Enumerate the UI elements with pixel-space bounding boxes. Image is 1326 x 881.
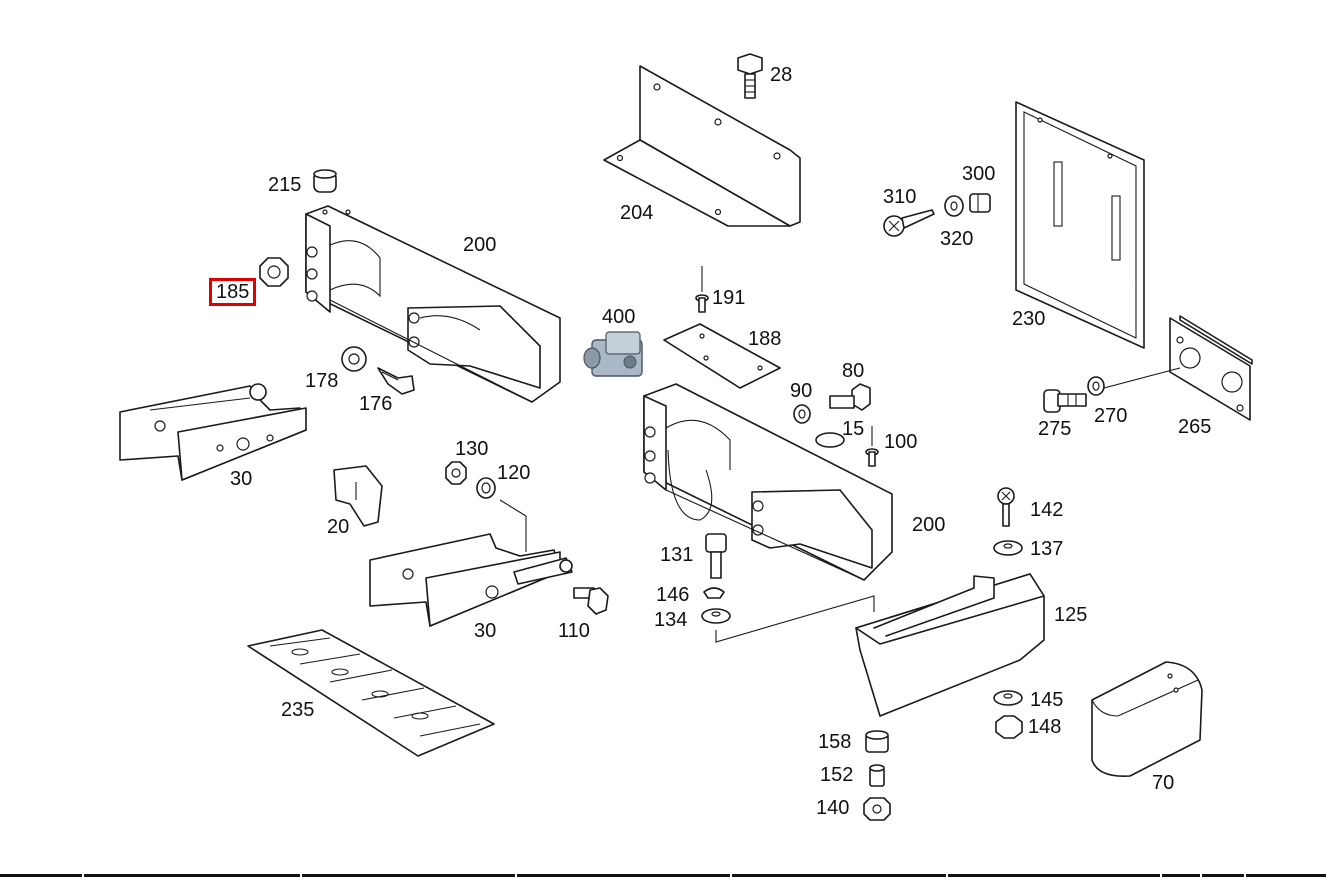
rule-gap (730, 872, 732, 879)
callout-200-lower[interactable]: 200 (912, 514, 946, 536)
part-80-bolt[interactable] (829, 383, 871, 411)
callout-142[interactable]: 142 (1030, 499, 1064, 521)
part-30-middle-bracket[interactable] (369, 533, 573, 627)
bottom-rule (0, 874, 1326, 877)
callout-30-left[interactable]: 30 (230, 468, 253, 490)
part-310-screw[interactable] (883, 209, 935, 237)
callout-230[interactable]: 230 (1012, 308, 1046, 330)
part-125-step[interactable] (855, 573, 1045, 717)
rule-gap (1244, 872, 1246, 879)
rule-gap (300, 872, 302, 879)
part-188-plate[interactable] (663, 323, 781, 389)
callout-270[interactable]: 270 (1094, 405, 1128, 427)
part-134-washer[interactable] (701, 595, 875, 643)
callout-200-upper[interactable]: 200 (463, 234, 497, 256)
callout-215[interactable]: 215 (268, 174, 302, 196)
callout-310[interactable]: 310 (883, 186, 917, 208)
part-28-bolt[interactable] (737, 53, 763, 99)
rule-gap (515, 872, 517, 879)
part-215-cap[interactable] (313, 169, 337, 193)
callout-265[interactable]: 265 (1178, 416, 1212, 438)
callout-145[interactable]: 145 (1030, 689, 1064, 711)
callout-130[interactable]: 130 (455, 438, 489, 460)
part-70-cover[interactable] (1091, 661, 1203, 777)
part-235-tread-plate[interactable] (247, 629, 495, 757)
part-131-bolt[interactable] (705, 533, 727, 579)
callout-191[interactable]: 191 (712, 287, 746, 309)
callout-90[interactable]: 90 (790, 380, 813, 402)
callout-176[interactable]: 176 (359, 393, 393, 415)
part-148-nut[interactable] (995, 715, 1023, 739)
callout-137[interactable]: 137 (1030, 538, 1064, 560)
part-400-socket[interactable] (583, 331, 643, 377)
callout-235[interactable]: 235 (281, 699, 315, 721)
callout-28[interactable]: 28 (770, 64, 793, 86)
part-320-washer[interactable] (944, 195, 964, 217)
part-185-nut[interactable] (259, 257, 289, 287)
part-191-rivet[interactable] (695, 266, 709, 313)
callout-204[interactable]: 204 (620, 202, 654, 224)
callout-320[interactable]: 320 (940, 228, 974, 250)
part-120-washer[interactable] (476, 477, 527, 552)
part-15-plug[interactable] (815, 432, 845, 448)
callout-20[interactable]: 20 (327, 516, 350, 538)
callout-30-middle[interactable]: 30 (474, 620, 497, 642)
callout-400[interactable]: 400 (602, 306, 636, 328)
part-300-clip-nut[interactable] (969, 193, 991, 213)
callout-120[interactable]: 120 (497, 462, 531, 484)
part-100-rivet[interactable] (865, 426, 879, 467)
callout-185-highlighted[interactable]: 185 (209, 278, 257, 306)
rule-gap (1160, 872, 1162, 879)
rule-gap (82, 872, 84, 879)
callout-70[interactable]: 70 (1152, 772, 1175, 794)
part-30-left-bracket[interactable] (119, 383, 307, 481)
part-142-screw[interactable] (997, 487, 1015, 527)
callout-300[interactable]: 300 (962, 163, 996, 185)
part-270-washer[interactable] (1087, 376, 1105, 396)
callout-140[interactable]: 140 (816, 797, 850, 819)
callout-131[interactable]: 131 (660, 544, 694, 566)
part-146-clip[interactable] (703, 587, 725, 599)
part-204-angle-bracket[interactable] (603, 65, 801, 227)
part-130-nut[interactable] (445, 461, 467, 485)
part-176-bolt[interactable] (377, 367, 415, 395)
part-20-clip[interactable] (333, 465, 383, 527)
rule-gap (946, 872, 948, 879)
part-200-upper-bracket[interactable] (305, 205, 561, 403)
callout-275[interactable]: 275 (1038, 418, 1072, 440)
callout-110[interactable]: 110 (558, 620, 590, 642)
part-265-plate[interactable] (1103, 315, 1253, 421)
callout-146[interactable]: 146 (656, 584, 690, 606)
callout-80[interactable]: 80 (842, 360, 865, 382)
callout-134[interactable]: 134 (654, 609, 688, 631)
part-137-washer[interactable] (993, 540, 1023, 556)
rule-gap (1200, 872, 1202, 879)
callout-178[interactable]: 178 (305, 370, 339, 392)
part-152-sleeve[interactable] (869, 764, 885, 787)
part-145-washer[interactable] (993, 690, 1023, 706)
part-275-bolt[interactable] (1043, 389, 1087, 413)
part-90-washer[interactable] (793, 404, 811, 424)
part-230-panel[interactable] (1015, 101, 1145, 349)
callout-15[interactable]: 15 (842, 418, 865, 440)
callout-188[interactable]: 188 (748, 328, 782, 350)
callout-125[interactable]: 125 (1054, 604, 1088, 626)
part-178-washer[interactable] (341, 346, 367, 372)
part-200-lower-bracket[interactable] (643, 383, 893, 581)
callout-158[interactable]: 158 (818, 731, 852, 753)
callout-148[interactable]: 148 (1028, 716, 1062, 738)
part-110-bolt[interactable] (573, 587, 609, 615)
callout-152[interactable]: 152 (820, 764, 854, 786)
part-158-bushing[interactable] (865, 730, 889, 753)
callout-100[interactable]: 100 (884, 431, 918, 453)
part-140-nut[interactable] (863, 797, 891, 821)
